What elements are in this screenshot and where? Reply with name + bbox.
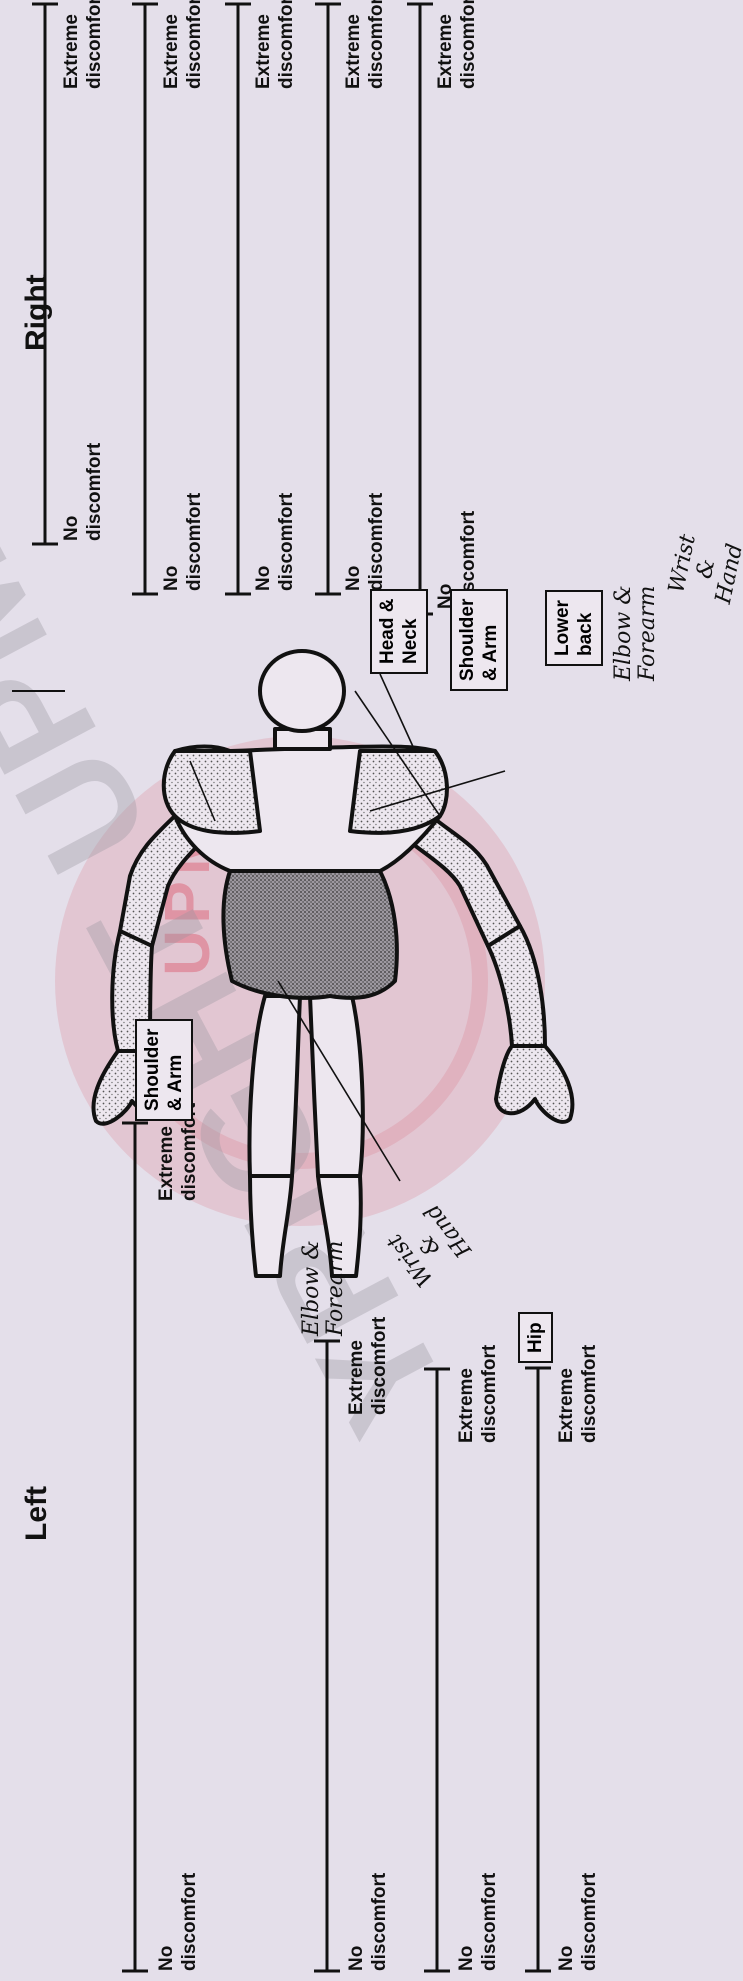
head-neck-label: Head & Neck [370, 589, 428, 674]
elbow-forearm-label-right: Elbow & Forearm [612, 585, 660, 681]
right-forearm [488, 926, 545, 1046]
head [260, 651, 344, 731]
shoulder-arm-label-right: Shoulder & Arm [450, 589, 508, 691]
left-leg-upper [250, 996, 300, 1176]
right-hand [496, 1046, 572, 1122]
right-leg-upper [310, 996, 363, 1176]
elbow-forearm-label-left: Elbow & Forearm [300, 1240, 348, 1336]
left-shoulder [164, 751, 260, 833]
shoulder-arm-label-left: Shoulder & Arm [135, 1019, 193, 1121]
hip-label: Hip [518, 1312, 553, 1363]
hip-region [223, 871, 396, 998]
lower-back-label: Lower back [545, 590, 603, 666]
left-leg-lower [250, 1176, 292, 1276]
